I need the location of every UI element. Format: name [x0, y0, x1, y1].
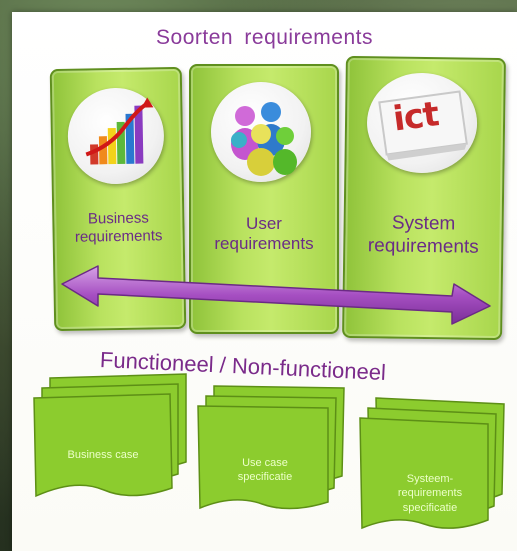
slide-panel: Soorten requirements Business requiremen…: [12, 12, 517, 551]
bar-chart-icon: [67, 87, 165, 185]
doc-label-business-case: Business case: [67, 449, 139, 461]
people-icon: [211, 82, 311, 182]
ict-icon: ict: [366, 72, 478, 174]
document-business-case: Business case: [28, 370, 198, 510]
page-title: Soorten requirements: [156, 26, 373, 49]
card-system-requirements: ict System requirements: [342, 55, 506, 341]
document-use-case: Use case specificatie: [192, 378, 352, 518]
double-arrow: [61, 265, 491, 325]
doc-label-systeem: Systeem-requirements specificatie: [397, 473, 463, 514]
card-business-requirements: Business requirements: [49, 66, 187, 332]
document-systeem-requirements: Systeem-requirements specificatie: [352, 390, 512, 540]
doc-label-use-case: Use case specificatie: [237, 457, 293, 484]
card-label-user: User requirements: [214, 214, 314, 254]
